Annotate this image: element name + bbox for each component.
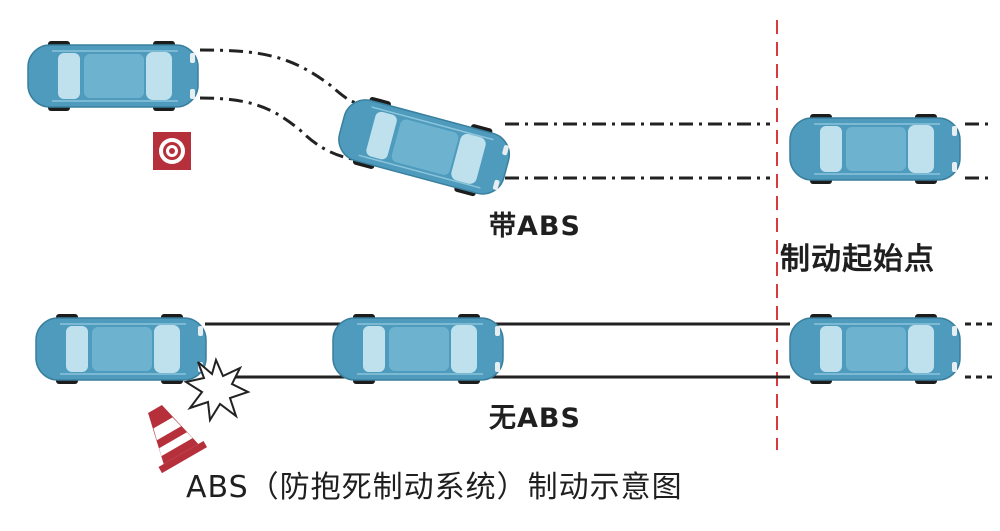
target-sign-icon (153, 132, 191, 170)
without-abs-tracks (205, 322, 992, 379)
traffic-cone-icon (148, 405, 208, 474)
label-with-abs: 带ABS (489, 211, 581, 242)
label-without-abs: 无ABS (489, 403, 581, 434)
collision-burst-icon (183, 357, 251, 423)
car-with-abs-start (27, 40, 199, 112)
diagram-caption: ABS（防抱死制动系统）制动示意图 (186, 470, 683, 505)
car-with-abs-swerving (332, 90, 516, 204)
car-with-abs-braking-point (789, 113, 961, 185)
car-without-abs-middle (332, 313, 504, 385)
with-abs-tracks (199, 48, 990, 180)
car-without-abs-start (35, 313, 207, 385)
car-without-abs-braking-point (789, 313, 961, 385)
label-braking-start: 制动起始点 (780, 242, 935, 277)
